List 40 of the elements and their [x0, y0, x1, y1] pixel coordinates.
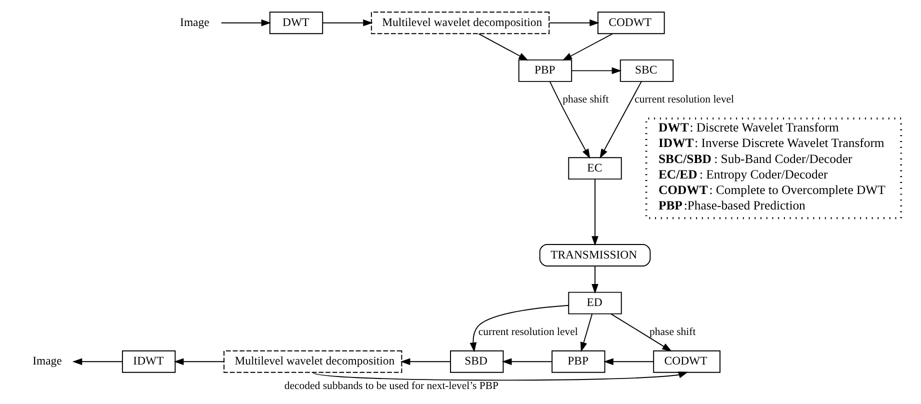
- node-box: DWT: [268, 12, 323, 34]
- arrow: [570, 67, 622, 74]
- node-text: Image: [32, 354, 62, 368]
- arrow: [400, 358, 450, 366]
- edge-label: current resolution level: [634, 94, 734, 106]
- arrow: [562, 33, 612, 61]
- arrow: [322, 19, 372, 26]
- arrow: [548, 81, 590, 159]
- node-box: PBP: [551, 350, 605, 373]
- node-box: CODWT: [596, 12, 664, 34]
- arrow: [610, 313, 672, 352]
- arrow: [469, 304, 569, 352]
- node-box: SBC: [619, 59, 674, 82]
- edge-label: phase shift: [562, 94, 608, 106]
- node-box: PBP: [518, 59, 572, 82]
- node-box: Multilevel wavelet decomposition: [223, 350, 402, 373]
- node-box: SBD: [450, 350, 504, 373]
- edge-label: decoded subbands to be used for next-level’s PBP: [284, 380, 498, 392]
- node-box: IDWT: [121, 350, 176, 373]
- arrow: [591, 178, 598, 246]
- node-box: TRANSMISSION: [538, 244, 650, 266]
- node-box: ED: [568, 292, 622, 314]
- arrow: [548, 19, 599, 26]
- node-box: Multilevel wavelet decomposition: [370, 12, 550, 34]
- edge-label: phase shift: [649, 326, 696, 338]
- arrow: [501, 358, 552, 366]
- node-box: CODWT: [652, 350, 720, 373]
- arrow: [599, 81, 642, 159]
- arrow: [591, 266, 598, 294]
- arrow: [603, 358, 654, 366]
- arrow: [312, 372, 688, 381]
- arrow: [173, 358, 224, 366]
- arrow: [478, 33, 528, 61]
- edge-label: current resolution level: [478, 326, 578, 338]
- node-box: EC: [568, 157, 622, 180]
- node-text: Image: [180, 16, 209, 29]
- arrow: [220, 19, 271, 26]
- node-box: DWT: Discrete Wavelet Transform IDWT: Inverse Discrete Wavelet Transform SBC/SBD: Sub-Band Coder/Decoder EC/ED: Entropy Coder/Decoder CODWT: Complete to Overcomplete DWT PBP:Phase-based Prediction: [644, 118, 902, 220]
- arrow: [72, 358, 122, 366]
- arrow: [580, 313, 592, 352]
